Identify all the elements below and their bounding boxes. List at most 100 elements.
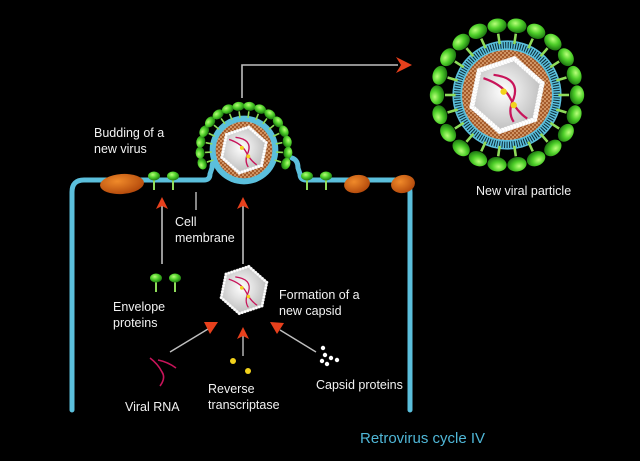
capsid-bead [257, 135, 262, 139]
spike-stalk [275, 141, 283, 145]
envelope-protein [566, 65, 582, 85]
envelope-protein [566, 105, 582, 125]
capsid-bead [260, 160, 264, 165]
envelope-protein [204, 116, 216, 128]
capsid-bead [220, 155, 224, 160]
capsid-bead [261, 298, 265, 302]
capsid-bead [251, 307, 256, 311]
envelope-protein [468, 23, 488, 39]
reverse-transcriptase-dot [239, 145, 244, 150]
rna-strand [228, 138, 258, 166]
capsid-bead [262, 292, 266, 296]
spike-stalk [527, 38, 534, 49]
connector-line [241, 64, 398, 98]
label-new-viral-particle: New viral particle [476, 184, 571, 198]
spike-stalk [539, 47, 549, 57]
envelope-protein [487, 18, 507, 33]
membrane-receptor-blob [344, 174, 370, 194]
reverse-transcriptase-dot [245, 368, 251, 374]
capsid-bead [262, 138, 266, 143]
arrow-head-up [237, 327, 249, 339]
capsid-bead [220, 290, 225, 294]
capsid-bead [532, 113, 539, 120]
membrane-envelope-proteins [148, 171, 332, 190]
viral-rna-strands [149, 357, 177, 387]
capsid-bead [226, 302, 230, 306]
capsid-bead [249, 266, 253, 271]
lipid-bilayer [454, 42, 561, 148]
capsid-bead [263, 286, 268, 290]
envelope-protein [282, 135, 292, 148]
new-viral-particle [429, 18, 585, 172]
capsid-bead [235, 309, 239, 314]
spike-stalk [206, 159, 214, 163]
spike-stalk [228, 113, 233, 121]
capsid-bead [232, 269, 237, 273]
free-envelope-proteins [150, 273, 181, 292]
rna-strand [235, 276, 250, 308]
rna-strand [493, 73, 517, 123]
arrow-head-diag [204, 322, 218, 334]
envelope-protein [544, 33, 562, 51]
capsid-bead [261, 155, 265, 159]
capsid-bead [224, 300, 228, 304]
envelope-protein [526, 151, 546, 167]
capsid-bead [224, 272, 228, 276]
capsid-bead [221, 298, 226, 302]
envelope-protein [283, 146, 293, 159]
membrane-receptor-blob [391, 174, 415, 194]
capsid-bead [249, 127, 253, 131]
capsid-bead [233, 307, 237, 312]
label-capsid-proteins: Capsid proteins [316, 378, 403, 392]
arrow-capsidprot-to-capsid [279, 329, 317, 353]
capsid-bead [240, 310, 244, 315]
envelope-protein [544, 139, 562, 157]
capsid-bead [241, 266, 245, 270]
capsid-bead [247, 264, 251, 269]
capsid-bead [264, 140, 268, 145]
capsid-bead [264, 283, 268, 287]
capsid-bead [226, 161, 231, 165]
spike-stalk [496, 33, 501, 45]
capsid-bead [260, 304, 264, 308]
reverse-transcriptase-dot [246, 294, 251, 299]
envelope-protein [429, 85, 445, 105]
capsid-bead [262, 295, 266, 299]
capsid-bead [249, 308, 253, 312]
rna-strand [483, 77, 528, 120]
spike-stalk [480, 38, 487, 49]
envelope-protein [197, 157, 207, 170]
spike-stalk [274, 159, 282, 163]
envelope-protein [452, 139, 470, 157]
spike-stalk [208, 132, 216, 137]
spike-stalk [454, 60, 465, 69]
envelope-protein [468, 151, 488, 167]
capsid-bead [262, 149, 267, 153]
envelope-protein [507, 18, 527, 33]
diagram-title: Retrovirus cycle IV [360, 430, 485, 447]
rna-strand [235, 136, 250, 168]
capsid-bead [237, 171, 242, 175]
envelope-protein [221, 104, 234, 114]
spike-stalk [447, 108, 459, 114]
capsid-protein-dots [319, 345, 340, 367]
reverse-transcriptase-dot [230, 358, 236, 364]
capsid-bead [221, 287, 225, 291]
capsid-bead [223, 278, 227, 282]
envelope-protein [232, 101, 245, 111]
envelope-protein [440, 48, 457, 67]
capsid-bead [265, 280, 269, 284]
capsid-bead [260, 276, 264, 280]
spike-stalk [555, 76, 567, 82]
capsid-bead [222, 144, 226, 148]
capsid-bead [231, 165, 235, 169]
spike-stalk [527, 141, 534, 152]
capsid-bead [263, 143, 268, 148]
budding-virus [195, 101, 293, 185]
label-viral-rna: Viral RNA [125, 400, 180, 414]
envelope-protein [254, 104, 267, 114]
capsid-bead [246, 309, 250, 313]
spike-stalk [513, 33, 518, 45]
